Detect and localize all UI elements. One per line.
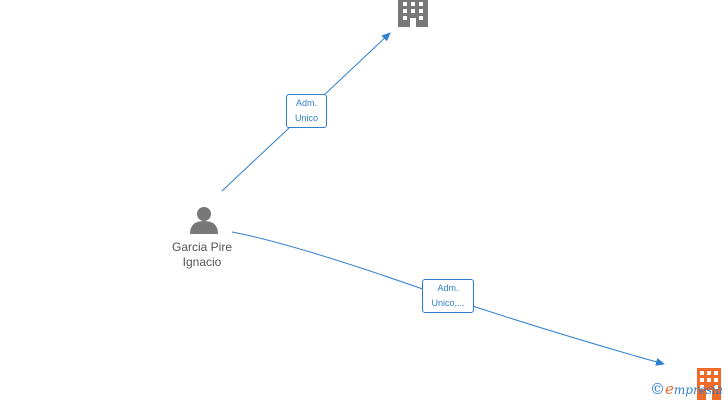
person-name-line1: Garcia Pire [171, 240, 233, 254]
edge-label-line2: Unico [294, 113, 318, 123]
copyright-symbol: © [650, 380, 665, 398]
edge-label-line2: Unico,... [431, 298, 465, 308]
person-name-line2: Ignacio [182, 255, 222, 269]
edge-label-admin-bottom: Adm. Unico,... [422, 279, 474, 313]
edge-label-admin-top: Adm. Unico [286, 94, 327, 128]
edge-label-line1: Adm. [437, 283, 459, 293]
edge-label-line1: Adm. [295, 98, 317, 108]
person-name-label[interactable]: Garcia Pire Ignacio [162, 240, 242, 270]
building-icon[interactable] [697, 368, 721, 400]
copyright-watermark: ©empresia [650, 380, 723, 399]
brand-letter: e [665, 380, 674, 398]
brand-text: mpresia [673, 383, 723, 397]
person-icon[interactable] [190, 207, 218, 234]
building-icon[interactable] [398, 0, 428, 27]
